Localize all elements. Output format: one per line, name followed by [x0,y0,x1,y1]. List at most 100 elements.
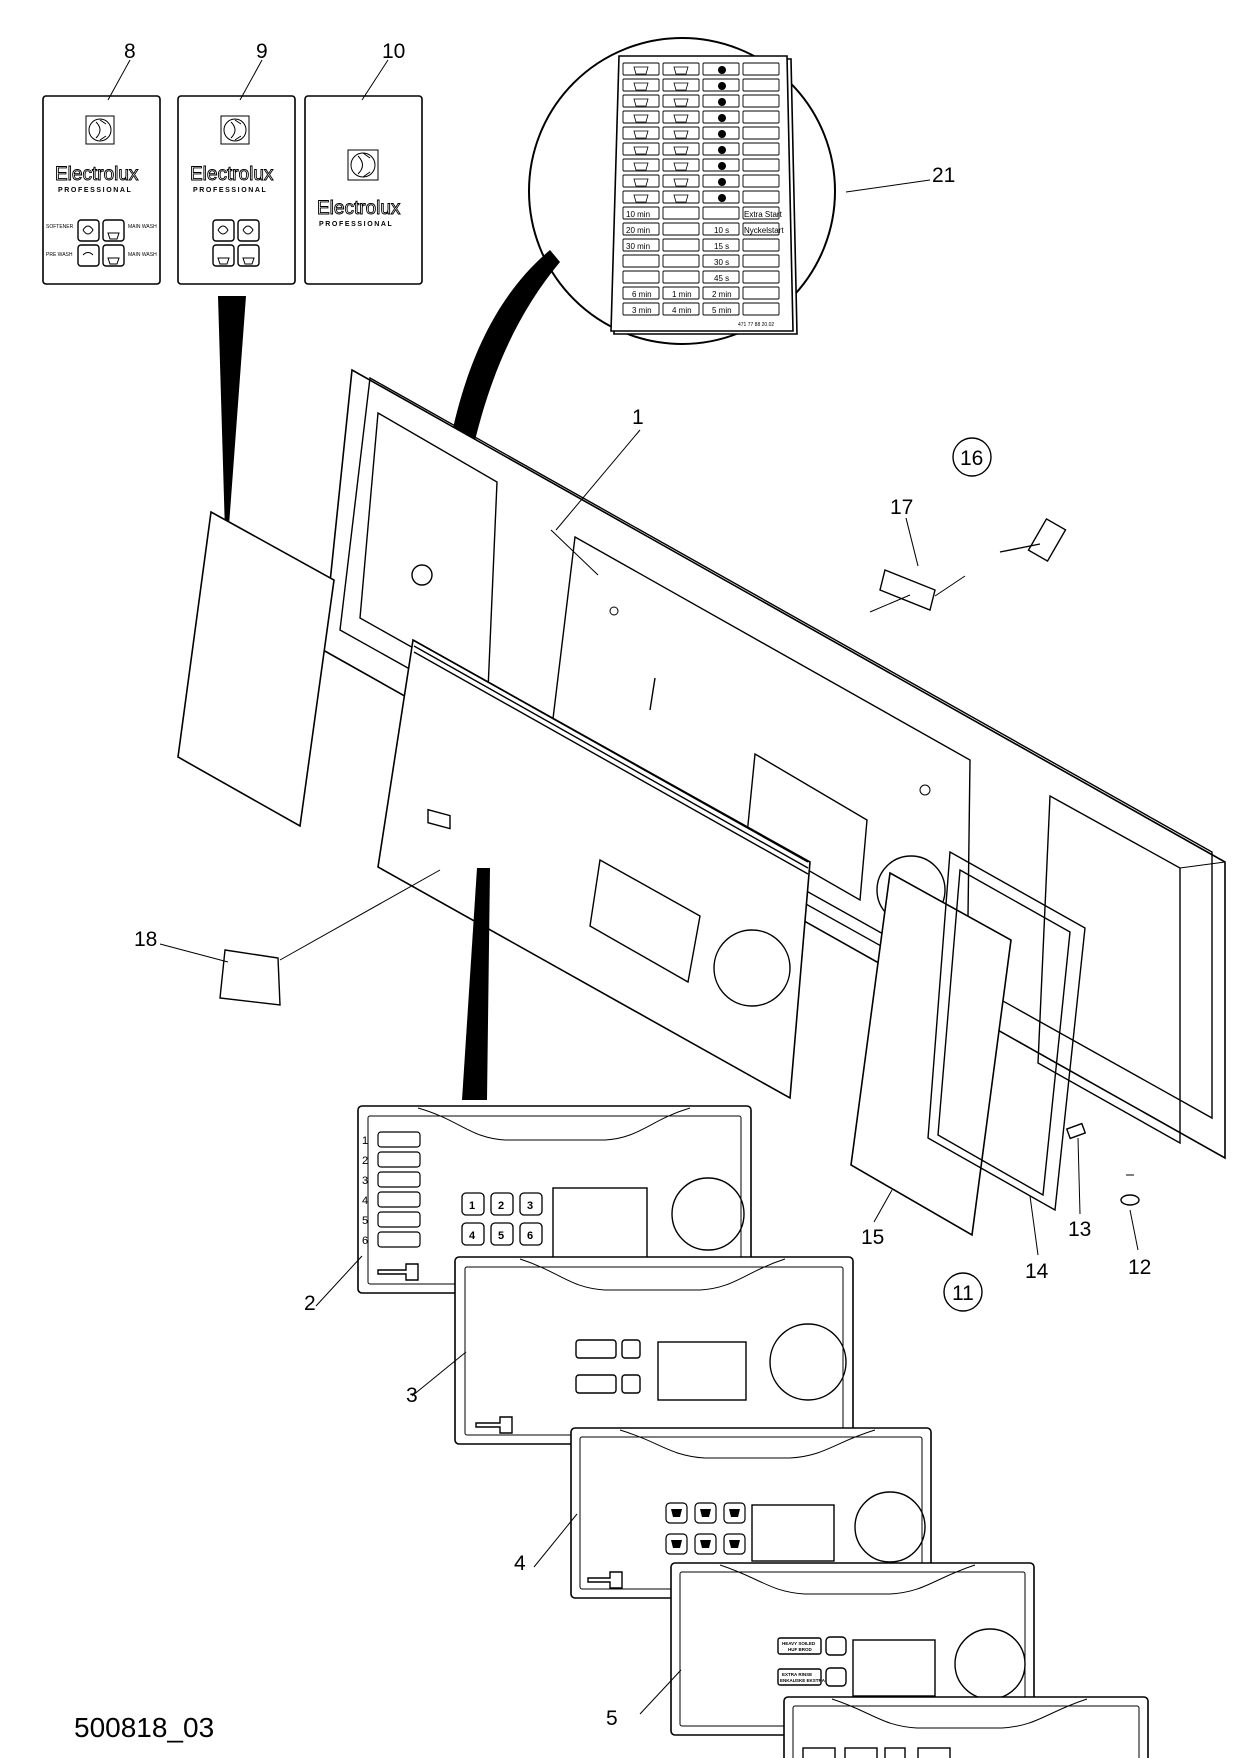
washtub-icon [633,114,649,123]
sticker-cell [742,142,780,156]
brand-sub-text: PROFESSIONAL [58,187,132,194]
symbol-icon [718,162,726,170]
sticker-cell [742,110,780,124]
sticker-cell [742,206,780,220]
washtub-icon [673,66,689,75]
program-button [377,1131,421,1148]
row-number: 3 [362,1175,368,1187]
washtub-icon [102,244,125,267]
sticker-cell [702,238,740,252]
washtub-icon [673,98,689,107]
washtub-icon [633,130,649,139]
callout-3: 3 [406,1384,418,1407]
sticker-time-key: 10 min [626,210,650,219]
sticker-extra-start: Extra Start [744,210,783,219]
sticker-cell [742,174,780,188]
callout-circle-11 [943,1272,983,1312]
callout-18: 18 [134,928,157,951]
symbol-icon [718,178,726,186]
washtub-icon [633,178,649,187]
program-button [377,1191,421,1208]
sticker-cell [702,94,740,108]
washtub-icon [633,162,649,171]
sticker-cell [742,238,780,252]
sticker-cell [702,110,740,124]
program-button [377,1211,421,1228]
sticker-cell [662,190,700,204]
sticker-cell [622,158,660,172]
shirt-icon [621,1339,641,1359]
washtub-icon [633,66,649,75]
overlay-4 [570,1427,932,1599]
callout-14: 14 [1025,1260,1049,1283]
keypad-key [519,1192,543,1216]
sticker-cell [702,78,740,92]
screw-12 [1120,1194,1140,1206]
sticker-cell [742,126,780,140]
program-button [377,1151,421,1168]
wool-icon [694,1533,717,1555]
panel-15 [850,871,1012,1237]
spin-icon [723,1533,746,1555]
softener-icon [77,244,100,267]
keypad-digit: 5 [498,1230,504,1242]
sticker-cell [622,174,660,188]
sticker-cell [622,78,660,92]
wool-icon [621,1374,641,1394]
connector-part [999,517,1067,563]
callout-17: 17 [890,496,913,519]
washtub-icon [633,82,649,91]
sticker-minutes-key: 1 min [672,290,692,299]
keypad-key [461,1222,485,1246]
callout-13: 13 [1068,1218,1091,1241]
label-mainwash-1: MAIN WASH [128,224,157,230]
sticker-cell [742,158,780,172]
part-17 [879,569,936,611]
sticker-cell [742,254,780,268]
sticker-cell [622,110,660,124]
callout-8: 8 [124,40,136,63]
brand-sub-text: PROFESSIONAL [193,187,267,194]
sticker-cell [662,78,700,92]
keypad-key [490,1222,514,1246]
washtub-icon [673,194,689,203]
sticker-cell [622,286,660,300]
sticker-cell [622,222,660,236]
symbol-icon [718,130,726,138]
sticker-minutes-key: 2 min [712,290,732,299]
callout-12: 12 [1128,1256,1151,1279]
keypad-key [519,1222,543,1246]
sticker-cell [742,94,780,108]
screw-13 [1065,1122,1087,1140]
row-number: 5 [362,1215,368,1227]
callout-11: 11 [952,1282,974,1305]
sticker-cell [662,238,700,252]
brand-text: Electrolux [55,164,139,185]
part-18 [219,949,281,1006]
row-number: 4 [362,1195,368,1207]
washtub-icon [665,1533,688,1555]
symbol-icon [718,82,726,90]
callout-circle-16 [952,437,992,477]
program-button [377,1231,421,1248]
sticker-cell [662,62,700,76]
row-number: 6 [362,1235,368,1247]
sticker-cell [622,142,660,156]
washtub-icon [673,162,689,171]
row-number: 1 [362,1135,368,1147]
sticker-cell [702,158,740,172]
washtub-icon [212,244,235,267]
drop-icon [77,219,100,242]
washtub-icon [237,244,260,267]
sticker-cell [662,206,700,220]
extra-rinse-sublabel: ENKAUSKE EKSTRA [780,1678,826,1683]
row-number: 2 [362,1155,368,1167]
keypad-digit: 2 [498,1200,504,1212]
keypad-digit: 4 [469,1230,476,1242]
sticker-cell [622,62,660,76]
callout-15: 15 [861,1226,884,1249]
sticker-cell [702,206,740,220]
sticker-minutes-key: 3 min [632,306,652,315]
electrolux-logo-icon [85,115,115,145]
